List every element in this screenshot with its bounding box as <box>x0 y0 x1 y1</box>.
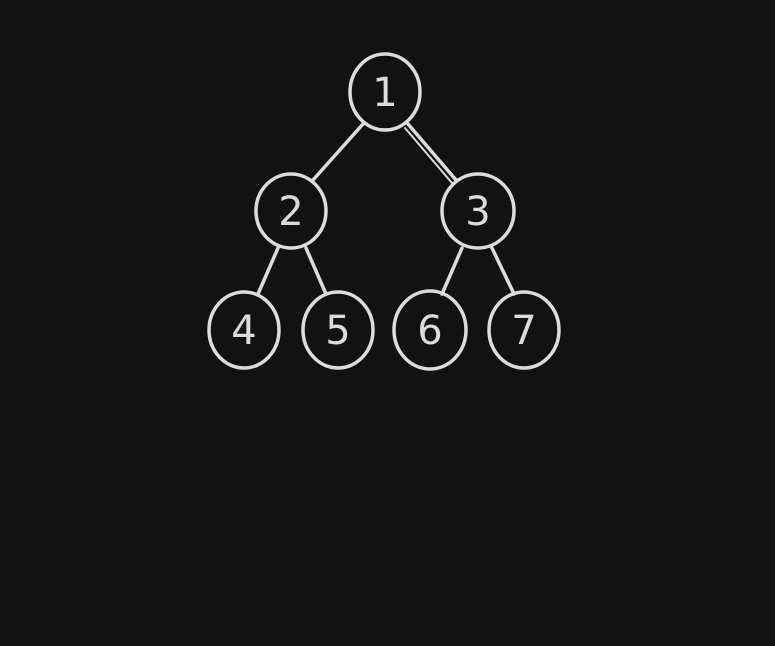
edge-n3-n6 <box>440 246 464 296</box>
node-label: 4 <box>231 308 256 354</box>
edge-n1-n2 <box>311 122 365 182</box>
node-label: 6 <box>417 308 442 354</box>
node-circle <box>207 290 281 370</box>
node-circle <box>348 52 422 132</box>
edge-n2-n5 <box>304 246 328 296</box>
tree-node-1: 1 <box>348 52 422 132</box>
node-label: 5 <box>325 308 350 354</box>
tree-node-6: 6 <box>392 289 468 371</box>
tree-node-2: 2 <box>254 172 328 250</box>
node-circle <box>487 290 561 370</box>
node-label: 7 <box>511 308 536 354</box>
node-circle <box>254 172 328 250</box>
tree-node-4: 4 <box>207 290 281 370</box>
tree-node-7: 7 <box>487 290 561 370</box>
edge-n1-n3-double <box>404 127 453 184</box>
node-label: 2 <box>278 189 303 235</box>
node-label: 3 <box>465 189 490 235</box>
node-circle <box>301 290 375 370</box>
node-circle <box>440 172 516 250</box>
edge-n1-n3 <box>406 122 458 182</box>
node-label: 1 <box>372 70 397 116</box>
edge-n2-n4 <box>256 246 280 296</box>
nodes-layer: 1 2 3 4 5 6 7 <box>207 52 561 371</box>
tree-node-5: 5 <box>301 290 375 370</box>
edges-layer <box>256 122 516 296</box>
tree-node-3: 3 <box>440 172 516 250</box>
edge-n3-n7 <box>490 246 516 296</box>
node-circle <box>392 289 468 371</box>
